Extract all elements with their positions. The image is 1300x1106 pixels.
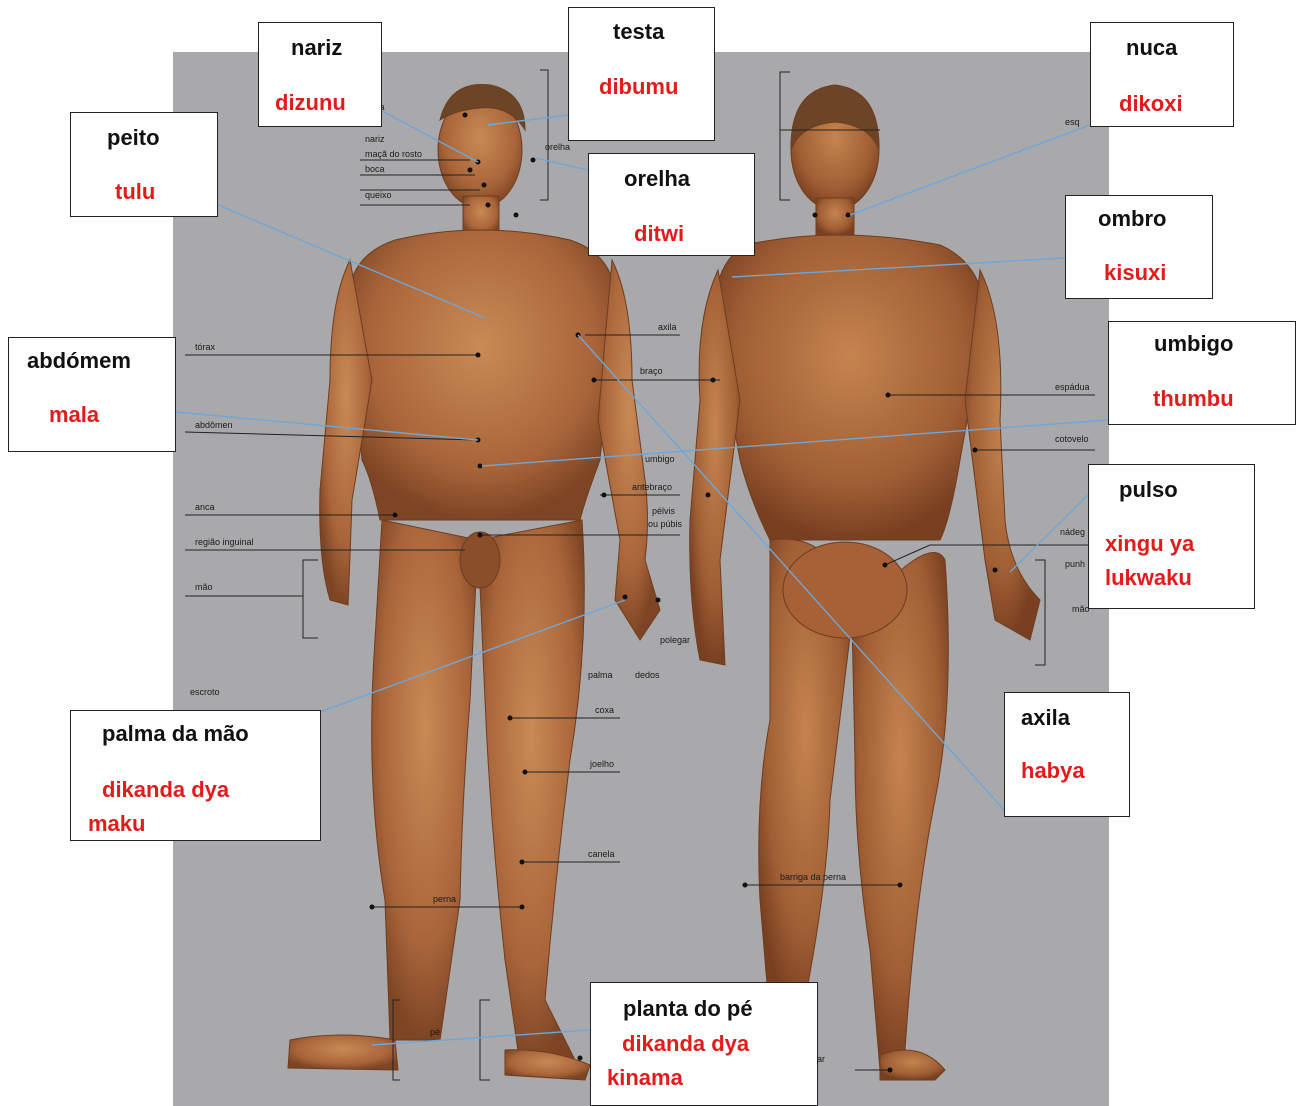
bg-head-1: nariz xyxy=(365,134,385,144)
front-right-leg xyxy=(372,520,478,1040)
label-box-nuca: nuca dikoxi xyxy=(1090,22,1234,127)
bg-barriga: barriga da perna xyxy=(780,872,846,882)
bg-head-2: maçã do rosto xyxy=(365,149,422,159)
bg-axila: axila xyxy=(658,322,677,332)
front-right-foot xyxy=(288,1035,398,1070)
label-box-umbigo: umbigo thumbu xyxy=(1108,321,1296,425)
label-planta-kk1: dikanda dya xyxy=(622,1027,749,1061)
label-pulso-kk1: xingu ya xyxy=(1105,527,1194,561)
bg-coxa: coxa xyxy=(595,705,614,715)
label-palma-kk2: maku xyxy=(88,807,145,841)
label-box-nariz: nariz dizunu xyxy=(258,22,382,127)
front-left-foot xyxy=(505,1050,590,1080)
bg-mao-r: mão xyxy=(1072,604,1090,614)
bg-pe: pé xyxy=(430,1027,440,1037)
label-abdomem-kk: mala xyxy=(49,398,99,432)
label-abdomem-pt: abdómem xyxy=(27,348,131,374)
bg-regiao: região inguinal xyxy=(195,537,254,547)
label-box-axila: axila habya xyxy=(1004,692,1130,817)
bg-joelho: joelho xyxy=(589,759,614,769)
label-planta-pt: planta do pé xyxy=(623,996,753,1022)
label-nuca-kk: dikoxi xyxy=(1119,87,1183,121)
bg-pelvis1: pélvis xyxy=(652,506,676,516)
bg-head-3: boca xyxy=(365,164,385,174)
front-torso xyxy=(348,230,615,520)
label-peito-pt: peito xyxy=(107,125,160,151)
label-orelha-pt: orelha xyxy=(624,166,690,192)
label-nuca-pt: nuca xyxy=(1126,35,1177,61)
label-testa-kk: dibumu xyxy=(599,70,678,104)
label-box-testa: testa dibumu xyxy=(568,7,715,141)
label-box-planta-do-pe: planta do pé dikanda dya kinama xyxy=(590,982,818,1106)
bg-braco: braço xyxy=(640,366,663,376)
bg-orelha: orelha xyxy=(545,142,570,152)
bg-cotovelo: cotovelo xyxy=(1055,434,1089,444)
label-ombro-kk: kisuxi xyxy=(1104,256,1166,290)
back-right-arm xyxy=(965,270,1040,640)
bg-escroto: escroto xyxy=(190,687,220,697)
bg-nadega: nádeg xyxy=(1060,527,1085,537)
label-orelha-kk: ditwi xyxy=(634,217,684,251)
label-axila-pt: axila xyxy=(1021,705,1070,731)
bg-pelvis2: ou púbis xyxy=(648,519,683,529)
front-left-arm xyxy=(598,260,660,640)
bg-perna: perna xyxy=(433,894,456,904)
bg-abdomen: abdômen xyxy=(195,420,233,430)
label-pulso-kk2: lukwaku xyxy=(1105,561,1192,595)
label-pulso-pt: pulso xyxy=(1119,477,1178,503)
label-box-orelha: orelha ditwi xyxy=(588,153,755,256)
bg-punho: punh xyxy=(1065,559,1085,569)
bg-antebraco: antebraço xyxy=(632,482,672,492)
label-umbigo-pt: umbigo xyxy=(1154,331,1233,357)
bg-head-4: queixo xyxy=(365,190,392,200)
bg-anca: anca xyxy=(195,502,215,512)
label-nariz-pt: nariz xyxy=(291,35,342,61)
bg-esq: esq xyxy=(1065,117,1080,127)
bg-calcanhar: ar xyxy=(817,1054,825,1064)
label-testa-pt: testa xyxy=(613,19,664,45)
bg-polegar: polegar xyxy=(660,635,690,645)
bg-dedos: dedos xyxy=(635,670,660,680)
label-box-peito: peito tulu xyxy=(70,112,218,217)
front-left-leg xyxy=(478,520,584,1065)
label-umbigo-kk: thumbu xyxy=(1153,382,1234,416)
back-torso xyxy=(715,235,985,540)
label-box-abdomem: abdómem mala xyxy=(8,337,176,452)
bg-espadua: espádua xyxy=(1055,382,1090,392)
label-axila-kk: habya xyxy=(1021,754,1085,788)
label-box-pulso: pulso xingu ya lukwaku xyxy=(1088,464,1255,609)
label-box-ombro: ombro kisuxi xyxy=(1065,195,1213,299)
front-groin xyxy=(460,532,500,588)
label-nariz-kk: dizunu xyxy=(275,86,346,120)
bg-torax: tórax xyxy=(195,342,216,352)
label-planta-kk2: kinama xyxy=(607,1061,683,1095)
bg-umbigo: umbigo xyxy=(645,454,675,464)
bg-canela: canela xyxy=(588,849,615,859)
bg-mao: mão xyxy=(195,582,213,592)
label-palma-kk1: dikanda dya xyxy=(102,773,229,807)
label-peito-kk: tulu xyxy=(115,175,155,209)
label-palma-pt: palma da mão xyxy=(102,721,249,747)
back-buttocks xyxy=(783,542,907,638)
back-right-foot xyxy=(880,1050,945,1080)
label-ombro-pt: ombro xyxy=(1098,206,1166,232)
bg-palma: palma xyxy=(588,670,613,680)
label-box-palma-da-mao: palma da mão dikanda dya maku xyxy=(70,710,321,841)
